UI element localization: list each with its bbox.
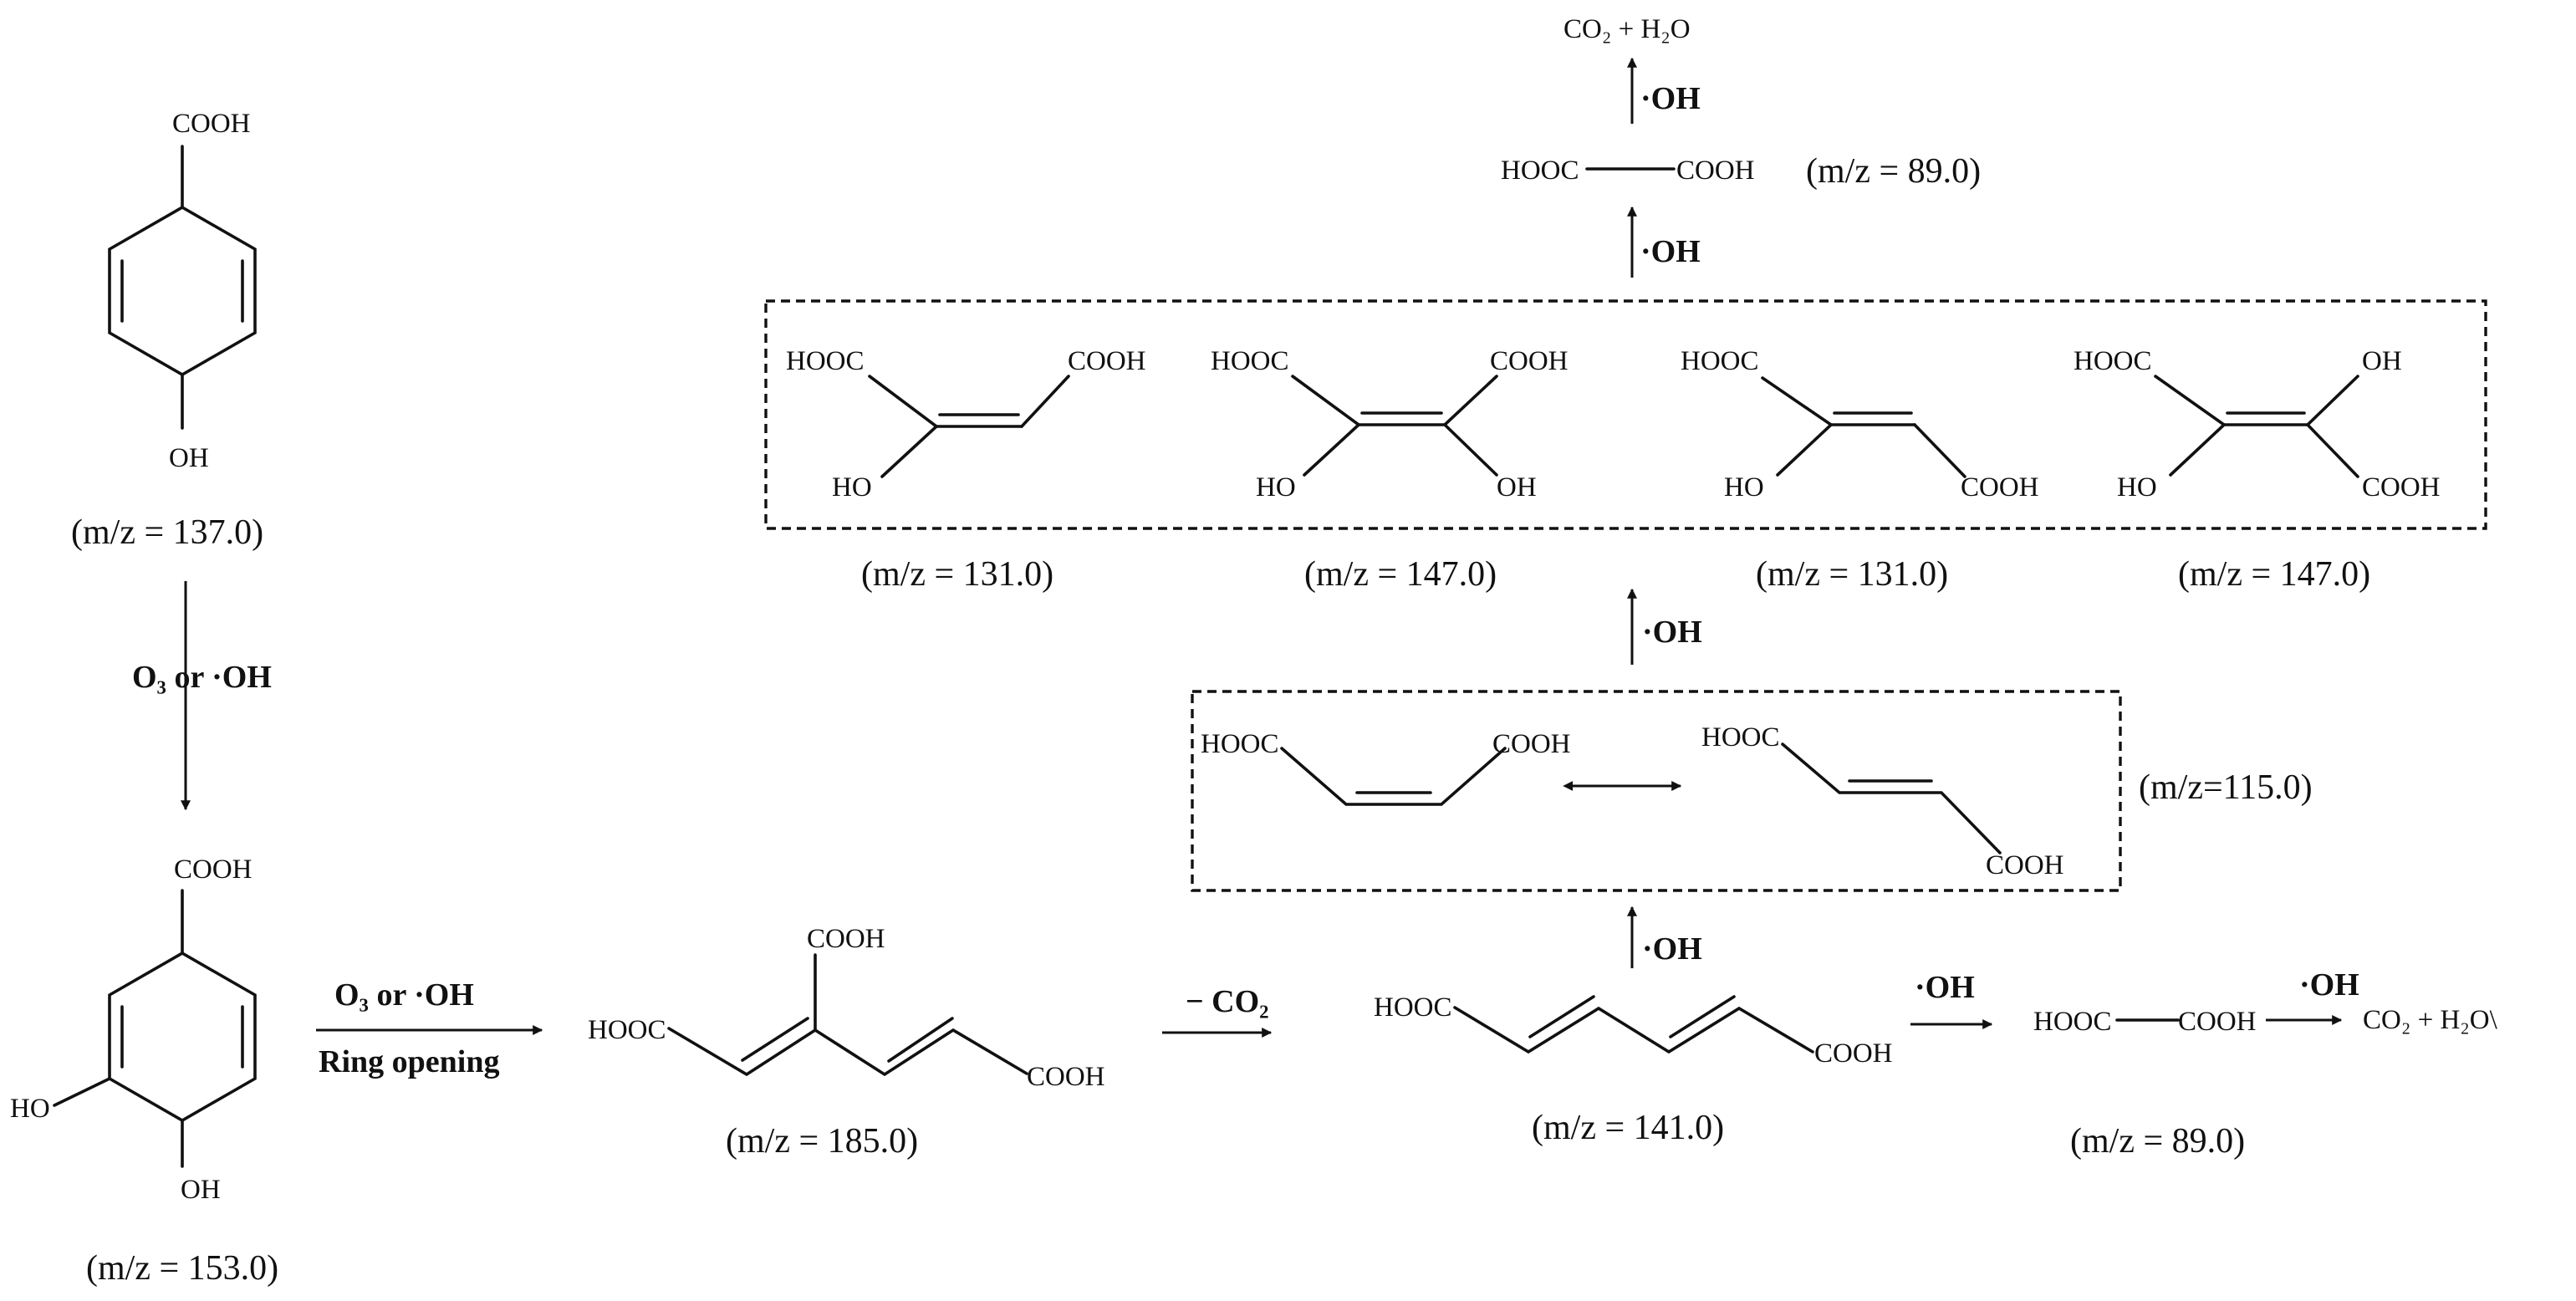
reagent-label: ·OH	[1642, 615, 1702, 650]
ho-label: HO	[832, 472, 872, 503]
mz-label: (m/z = 131.0)	[1756, 555, 1948, 594]
compound-4-hydroxybenzoic-acid: COOH OH (m/z = 137.0)	[71, 109, 263, 552]
cooh-label: COOH	[1986, 850, 2064, 880]
hydroxyl-step-up-2: ·OH	[1627, 588, 1702, 665]
reagent-label: − CO₂	[1186, 984, 1269, 1019]
final-products-top: CO₂ + H₂O	[1563, 14, 1691, 44]
compound-oxalic-acid-top: HOOC COOH (m/z = 89.0)	[1501, 152, 1981, 191]
hooc-label: HOOC	[2033, 1007, 2112, 1037]
hooc-label: HOOC	[1501, 156, 1579, 186]
compound-hydroxylated-3: HOOC HO COOH (m/z = 131.0)	[1681, 346, 2039, 594]
benzene-ring	[108, 205, 257, 377]
hydroxylated-intermediates-box	[764, 299, 2487, 530]
oxidation-step-1: O₃ or ·OH	[132, 581, 272, 811]
mz-label: (m/z = 147.0)	[1304, 555, 1497, 594]
cooh-label: COOH	[2362, 472, 2441, 503]
cooh-label: COOH	[174, 855, 252, 885]
cooh-label: COOH	[1068, 346, 1146, 376]
hooc-label: HOOC	[588, 1015, 666, 1045]
reagent-label: ·OH	[1642, 931, 1702, 967]
cooh-label: COOH	[1027, 1062, 1105, 1092]
hydroxyl-step-up-4: ·OH	[1627, 57, 1701, 124]
cooh-label: COOH	[1676, 156, 1755, 186]
cooh-label: COOH	[1961, 472, 2039, 503]
hooc-label: HOOC	[786, 346, 865, 376]
cooh-label: COOH	[1814, 1038, 1893, 1069]
compound-hydroxylated-1: HOOC COOH HO (m/z = 131.0)	[786, 346, 1146, 594]
mz-label: (m/z = 137.0)	[71, 513, 263, 552]
reagent-label: ·OH	[1640, 234, 1701, 269]
oh-label: OH	[181, 1175, 221, 1205]
cooh-label: COOH	[1490, 346, 1569, 376]
mz-label: (m/z = 185.0)	[726, 1122, 918, 1161]
cooh-label: COOH	[2178, 1007, 2257, 1037]
ho-label: HO	[10, 1094, 50, 1124]
hooc-label: HOOC	[2074, 346, 2152, 376]
carbon-chain	[1453, 1006, 1814, 1054]
trans-chain	[1781, 742, 2002, 855]
mz-label: (m/z = 89.0)	[2070, 1122, 2245, 1161]
hydroxyl-step-lower-2: ·OH	[2266, 967, 2359, 1025]
hydroxyl-step-up-1: ·OH	[1627, 906, 1702, 968]
oh-label: OH	[1497, 472, 1537, 503]
mz-label: (m/z = 147.0)	[2178, 555, 2370, 594]
hooc-label: HOOC	[1681, 346, 1759, 376]
ho-label: HO	[2117, 472, 2157, 503]
cooh-branch-label: COOH	[807, 924, 885, 954]
oh-label: OH	[2362, 346, 2402, 376]
mz-label: (m/z = 153.0)	[86, 1249, 278, 1288]
dashed-box	[1191, 690, 2122, 892]
mz-label-115: (m/z=115.0)	[2139, 768, 2313, 807]
decarboxylation-step: − CO₂	[1162, 984, 1273, 1038]
reagent-label: ·OH	[1915, 970, 1975, 1005]
reagent-label: ·OH	[1640, 81, 1701, 116]
ring-opening-label: Ring opening	[319, 1044, 499, 1079]
hydroxyl-step-up-3: ·OH	[1627, 206, 1701, 278]
hooc-label: HOOC	[1201, 729, 1279, 759]
compound-protocatechuic-acid: COOH HO OH (m/z = 153.0)	[10, 855, 278, 1288]
compound-ring-opened-acid: HOOC COOH COOH (m/z = 185.0)	[588, 924, 1105, 1161]
final-products-right: CO₂ + H₂O\	[2363, 1005, 2498, 1035]
hydroxyl-step-lower-1: ·OH	[1910, 970, 1993, 1029]
reagent-label: ·OH	[2299, 967, 2359, 1003]
cooh-label: COOH	[1492, 729, 1571, 759]
carbon-chain	[667, 1027, 1028, 1077]
ring-opening-step: O₃ or ·OH Ring opening	[316, 977, 543, 1079]
hooc-label: HOOC	[1211, 346, 1289, 376]
compound-hydroxylated-4: HOOC OH HO COOH (m/z = 147.0)	[2074, 346, 2441, 594]
oh-label: OH	[169, 443, 209, 473]
mz-label: (m/z = 131.0)	[861, 555, 1053, 594]
compound-muconic-acid: HOOC COOH (m/z = 141.0)	[1374, 992, 1893, 1147]
mz-label: (m/z = 141.0)	[1532, 1109, 1724, 1147]
mz-label: (m/z = 89.0)	[1806, 152, 1981, 191]
hooc-label: HOOC	[1701, 722, 1780, 753]
reagent-label: O₃ or ·OH	[334, 977, 474, 1013]
reagent-label: O₃ or ·OH	[132, 660, 272, 695]
cis-chain	[1280, 747, 1507, 806]
compound-maleic-fumaric-acid-box: HOOC COOH HOOC COOH	[1191, 690, 2122, 892]
ho-label: HO	[1256, 472, 1296, 503]
ho-label: HO	[1724, 472, 1764, 503]
hooc-label: HOOC	[1374, 992, 1452, 1023]
benzene-ring	[108, 951, 257, 1123]
compound-hydroxylated-2: HOOC COOH HO OH (m/z = 147.0)	[1211, 346, 1569, 594]
cooh-label: COOH	[172, 109, 251, 139]
compound-oxalic-acid-lower: HOOC COOH (m/z = 89.0)	[2033, 1007, 2257, 1161]
